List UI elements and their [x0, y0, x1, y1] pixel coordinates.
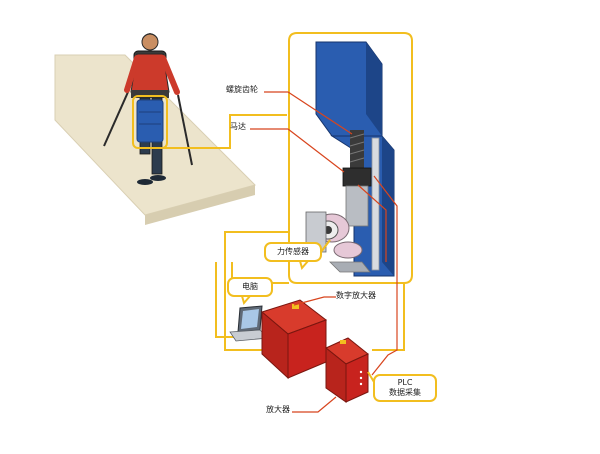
- computer-label: 电脑: [242, 282, 258, 291]
- amp-to-plc-connector: [367, 371, 375, 383]
- force-sensor-bubble: [264, 239, 331, 271]
- plc-label-line1: PLC: [397, 378, 413, 387]
- digital-amplifier-leader: [293, 296, 336, 306]
- spiral-gear-label: 螺旋齿轮: [226, 85, 258, 94]
- walker-icon: [103, 33, 193, 185]
- plc-label-line2: 数据采集: [389, 388, 421, 397]
- amplifier-label: 放大器: [266, 405, 290, 414]
- rig-leader-lines: [250, 91, 398, 376]
- digital-amplifier-icon: [260, 299, 328, 380]
- amplifier-icon: [325, 337, 369, 403]
- test-rig-icon: [305, 41, 395, 277]
- digital-amplifier-label: 数字放大器: [336, 291, 376, 300]
- plc-box: [373, 374, 437, 402]
- amplifier-leader: [292, 396, 337, 413]
- walker-connector-line: [163, 114, 287, 149]
- exoskeleton-highlight: [132, 95, 168, 149]
- force-sensor-label: 力传感器: [277, 247, 309, 256]
- computer-bubble: [227, 277, 273, 306]
- motor-label: 马达: [230, 122, 246, 131]
